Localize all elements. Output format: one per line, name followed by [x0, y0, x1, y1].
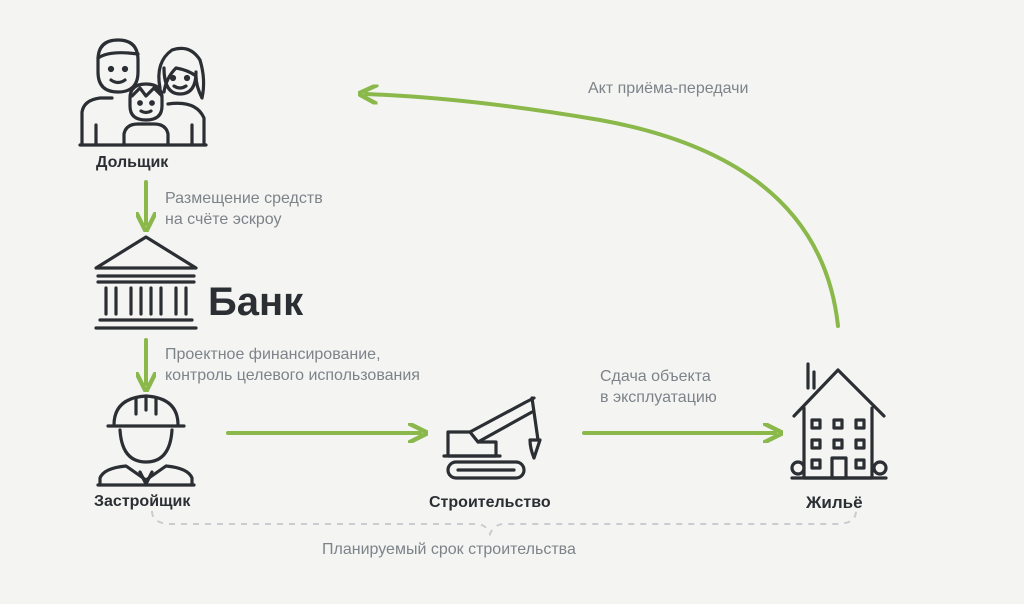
caption-escrow-deposit: Размещение средств на счёте эскроу: [165, 190, 323, 228]
developer-label: Застройщик: [94, 493, 191, 510]
caption-timeline: Планируемый срок строительства: [322, 541, 576, 558]
bank-label: Банк: [208, 280, 304, 324]
caption-transfer-act: Акт приёма-передачи: [588, 80, 749, 97]
bank-building-icon: [94, 235, 198, 330]
builder-helmet-icon: [96, 394, 196, 487]
flow-arrows: [146, 94, 840, 433]
caption-commissioning: Сдача объекта в эксплуатацию: [600, 368, 717, 406]
investor-label: Дольщик: [96, 154, 169, 171]
housing-label: Жильё: [806, 493, 863, 512]
arrow-housing-to-investor: [366, 94, 840, 328]
family-icon: [78, 38, 208, 147]
house-icon: [790, 362, 888, 480]
caption-project-financing: Проектное финансирование, контроль целев…: [165, 346, 420, 384]
excavator-icon: [442, 396, 542, 480]
timeline-bracket: [151, 510, 857, 537]
construction-label: Строительство: [429, 494, 551, 511]
